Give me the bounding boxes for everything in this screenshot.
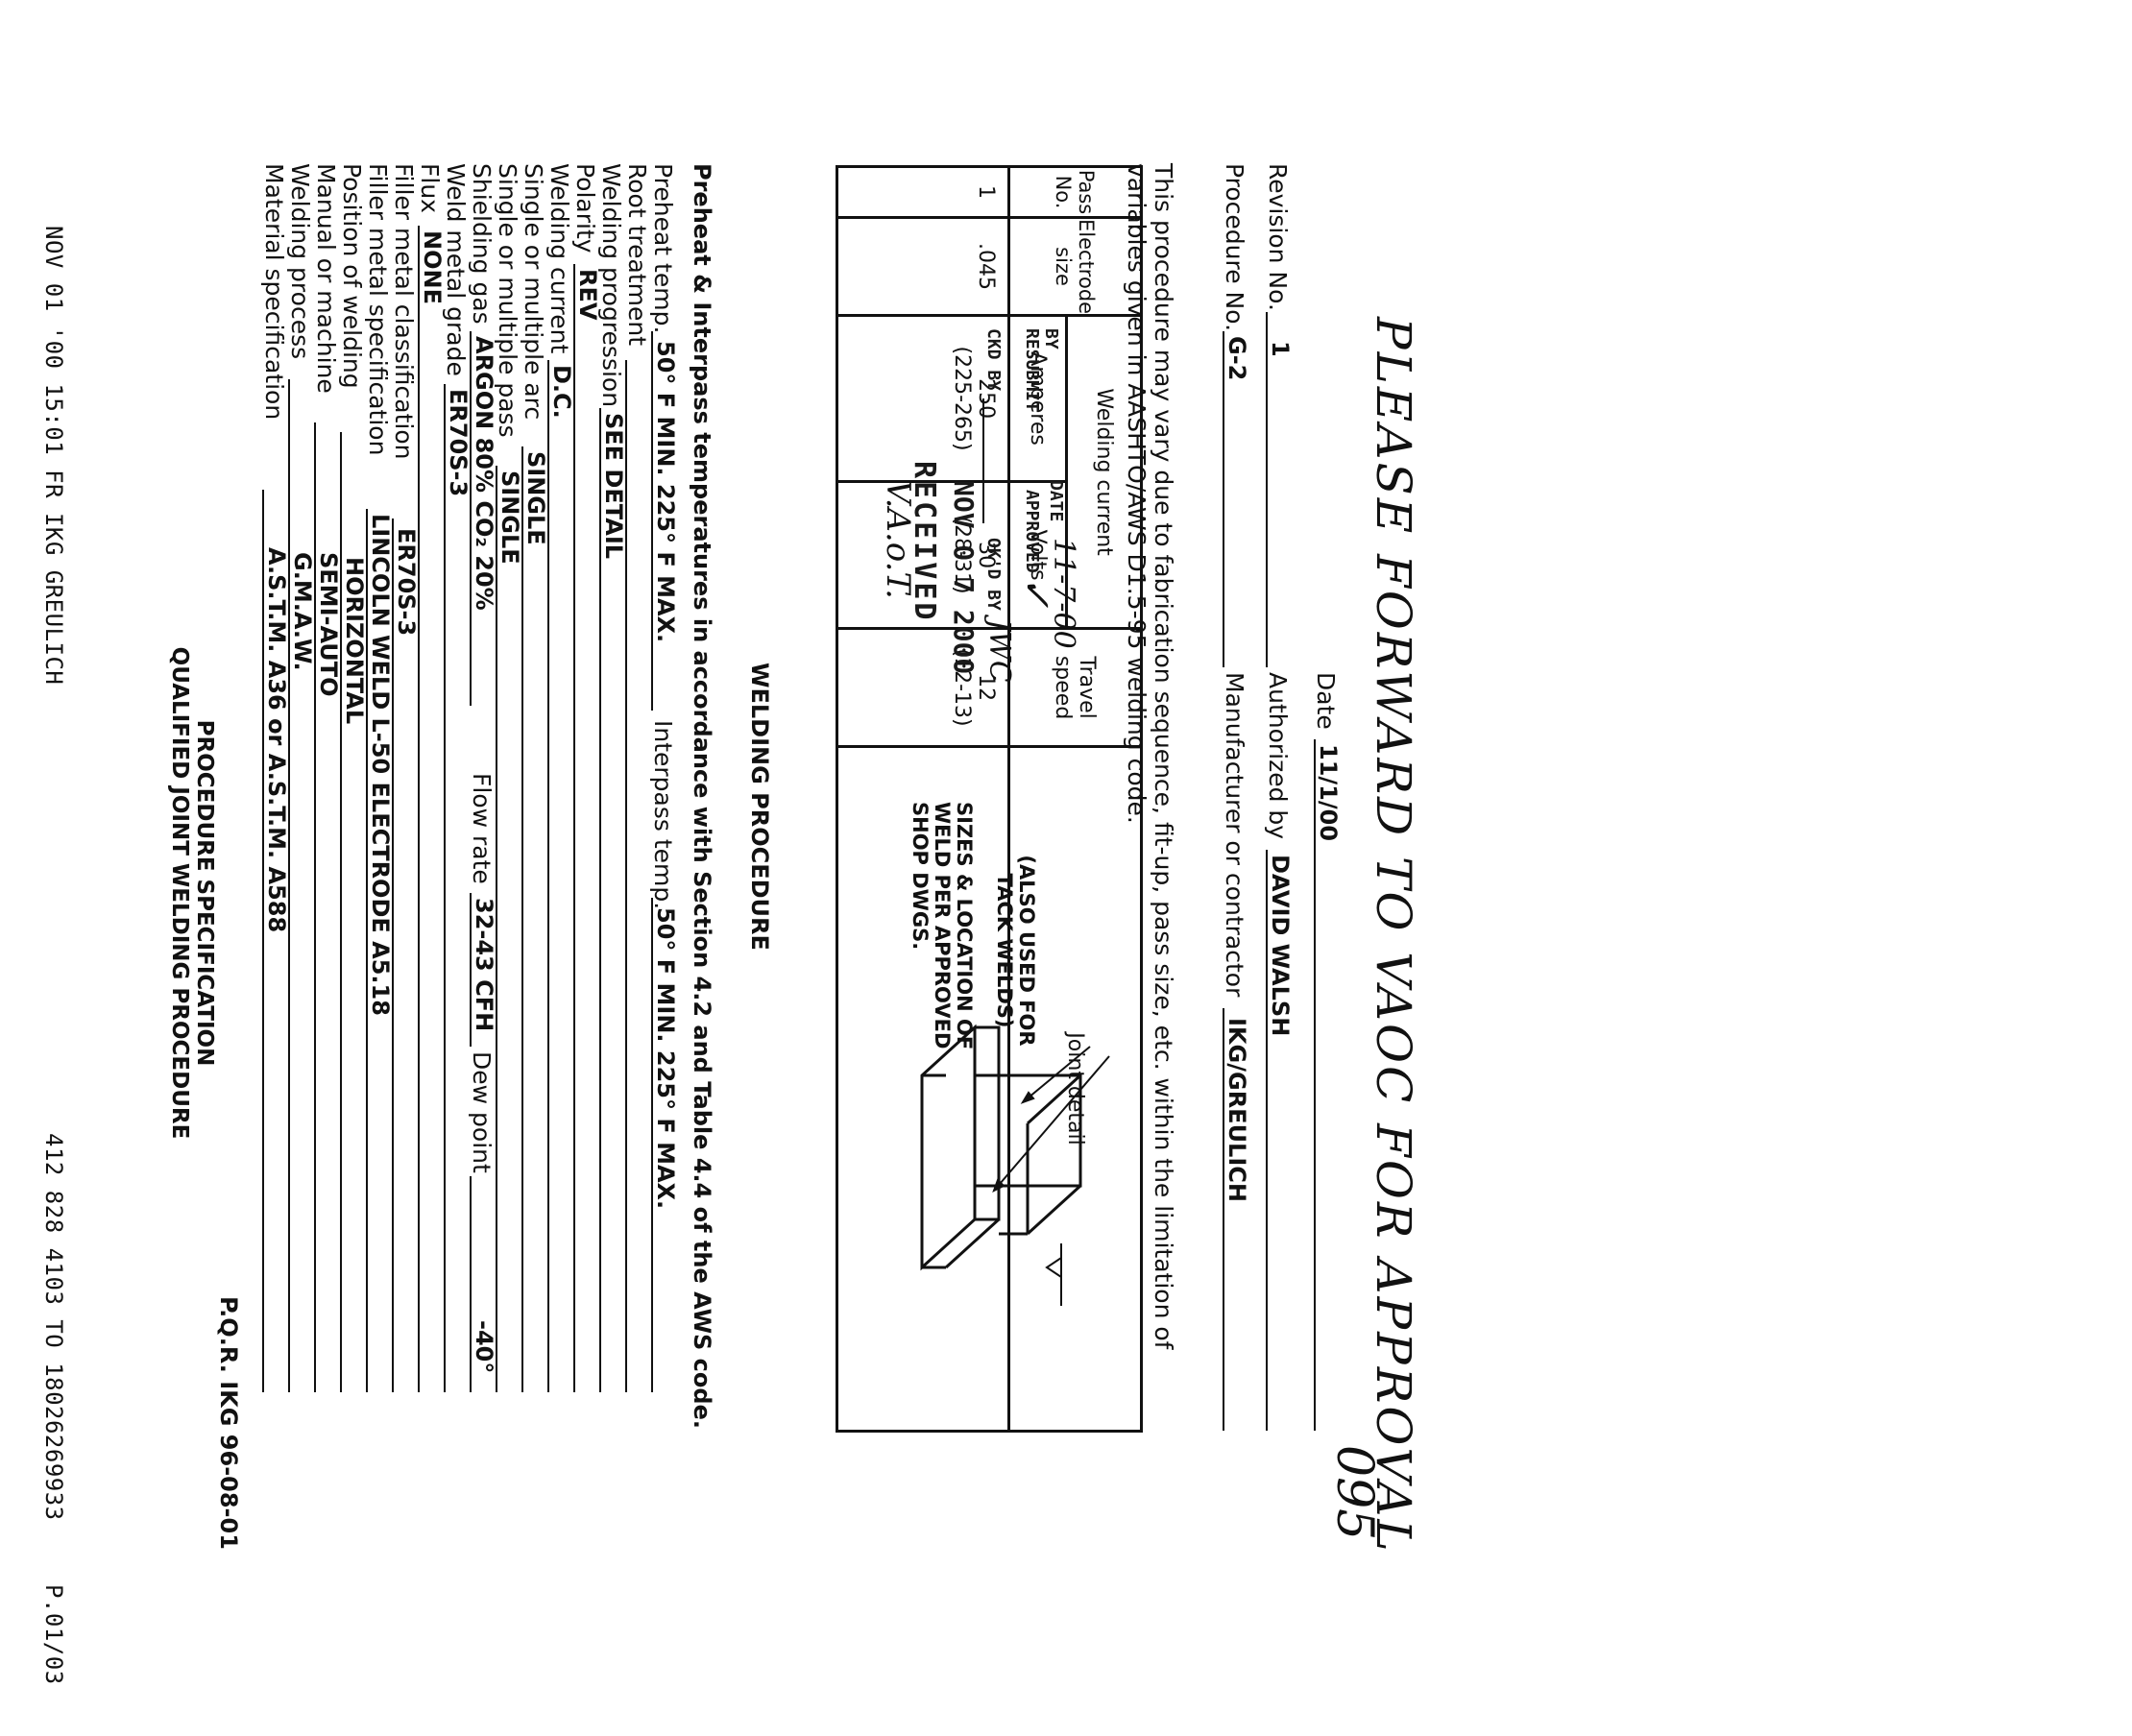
root-label: Root treatment [623,163,651,347]
progression-label: Welding progression [597,163,625,408]
document-subtitle: PROCEDURE SPECIFICATION [192,719,217,1067]
dew-label: Dew point [468,1051,496,1173]
fax-header-middle: 412 828 4103 TO 18026269933 [40,1133,67,1521]
preheat-label: Preheat temp. [649,163,677,334]
stamp-date: NOV 0 7 2000 [948,480,980,675]
filler-spec-value: LINCOLN WELD L-50 ELECTRODE A5.18 [367,514,394,1016]
grade-value: ER70S-3 [445,389,472,497]
pass-value: 1 [974,185,998,199]
temperature-note: Preheat & Interpass temperatures in acco… [689,163,715,1429]
stamp-okd-by: OK'D BY [983,538,1004,611]
joint-detail-sketch [920,1024,1110,1306]
header-pass-no: Pass No. [1008,166,1142,218]
cell-pass: 1 [836,166,1009,218]
stamp-ckd-by: CKD BY [983,328,1004,392]
arc-line [521,446,523,1392]
polarity-label: Polarity [571,163,599,253]
stamp-date-value: 11-7-00 [1047,538,1080,649]
interpass-value: 50° F MIN. 225° F MAX. [652,907,679,1210]
pqr-number: P.Q.R. IKG 96-08-01 [215,1296,242,1550]
date-line [1314,739,1316,1431]
filler-class-line [392,518,394,1392]
procedure-line [1223,331,1224,667]
flow-label: Flow rate [468,773,496,884]
flux-line [418,226,420,1392]
welding-procedure-title: WELDING PROCEDURE [746,663,773,951]
revision-line [1266,312,1268,667]
handwritten-forward-note: PLEASE FORWARD TO VAOC FOR APPROVAL [1366,317,1421,1555]
polarity-line [573,264,575,1392]
current-line [547,360,549,1392]
flux-label: Flux [416,163,444,213]
electrode-value: .045 [974,243,998,291]
manual-value: SEMI-AUTO [315,552,342,697]
pass-label: Single or multiple pass [494,163,521,438]
arc-value: SINGLE [522,451,549,545]
manual-label: Manual or machine [312,163,340,394]
root-line [625,360,627,1392]
document-title: QUALIFIED JOINT WELDING PROCEDURE [167,646,192,1140]
pass-value: SINGLE [497,470,523,565]
pass-line [496,466,497,1392]
stamp-date-label: DATE [1046,480,1066,522]
process-label: Welding process [286,163,314,360]
authorized-label: Authorized by [1264,672,1292,840]
date-value: 11/1/00 [1315,744,1342,842]
position-label: Position of welding [338,163,366,389]
stamp-by: BY [1041,328,1061,350]
current-label: Welding current [545,163,573,354]
revision-value: 1 [1267,341,1294,357]
dew-value: -40° [471,1320,497,1374]
stamp-okd-initials: JWC [982,619,1016,683]
position-value: HORIZONTAL [341,557,368,725]
progression-value: SEE DETAIL [600,413,627,560]
grade-line [444,384,446,1392]
material-label: Material specification [260,163,288,421]
current-value: D.C. [548,365,575,419]
filler-class-value: ER70S-3 [393,528,420,637]
gas-label: Shielding gas [468,163,496,325]
filler-spec-label: Filler metal specification [364,163,392,456]
filler-class-label: Filler metal classification [390,163,418,460]
stamp-received: RECEIVED [908,461,941,623]
authorized-value: DAVID WALSH [1267,855,1294,1037]
preheat-value: 50° F MIN. 225° F MAX. [652,341,679,643]
procedure-label: Procedure No. [1221,163,1248,332]
arc-label: Single or multiple arc [520,163,547,421]
amperes-range: (225-265) [950,346,974,451]
process-value: G.M.A.W. [289,552,316,671]
process-line [288,379,290,1392]
material-value: A.S.T.M. A36 or A.S.T.M. A588 [263,547,290,933]
header-electrode-size: Electrode size [1008,217,1142,316]
date-label: Date [1312,672,1340,730]
revision-label: Revision No. [1264,163,1292,311]
stamp-resubmit: RESUBMIT [1022,328,1042,412]
grade-label: Weld metal grade [442,163,470,376]
stamp-approved: APPROVED [1022,490,1042,573]
manufacturer-value: IKG/GREULICH [1223,1018,1250,1202]
manufacturer-label: Manufacturer or contractor [1221,672,1248,998]
fax-header-left: NOV 01 '00 15:01 FR IKG GREULICH [40,226,67,686]
flow-value: 32-43 CFH [471,898,497,1032]
fax-header-right: P.01/03 [40,1584,67,1685]
limitation-text: This procedure may vary due to fabricati… [1123,163,1177,1350]
ckd-by-line [982,398,984,523]
procedure-value: G-2 [1223,336,1250,381]
interpass-label: Interpass temp. [649,720,677,910]
handwritten-page-code: 095 [1325,1445,1383,1541]
cell-electrode: .045 [836,217,1009,316]
